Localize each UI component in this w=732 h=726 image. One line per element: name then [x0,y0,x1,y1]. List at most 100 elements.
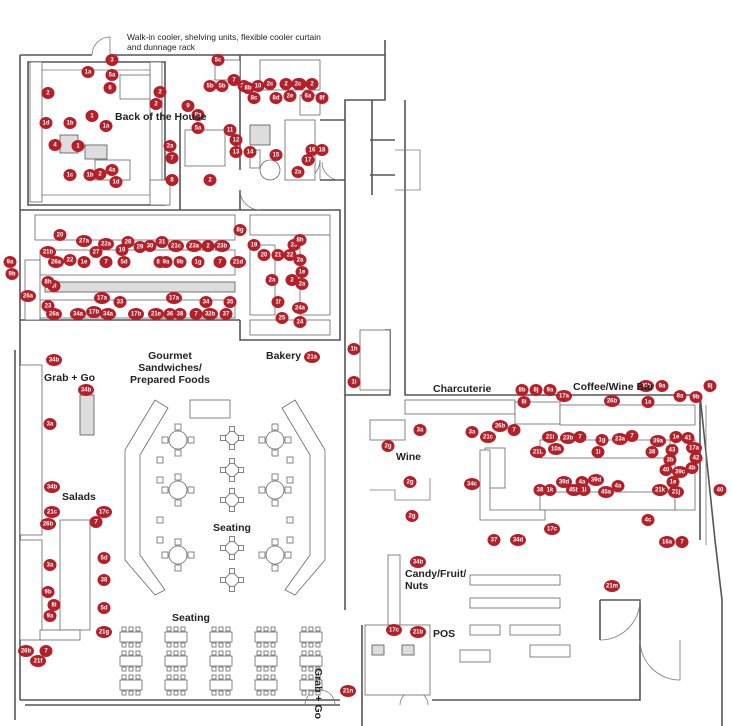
plan-tag-label: 34a [73,312,84,318]
plan-tag-marker [595,434,609,446]
plan-tag-marker [227,74,241,86]
dining-table [220,536,244,560]
plan-tag-label: 16 [309,148,316,154]
plan-tag-label: 34b [47,485,58,491]
plan-tag-marker [215,80,229,92]
plan-tag: 9b [689,391,703,403]
plan-tag-label: 34b [413,560,424,566]
plan-tag-label: 1f [275,300,281,306]
plan-tag-marker [405,510,419,522]
plan-tag: 9a [3,256,17,268]
plan-tag-marker [94,292,110,304]
plan-tag: 21k [652,484,668,496]
plan-tag-label: 39d [559,480,570,486]
plan-tag-label: 8h [44,280,51,286]
plan-tag: 34c [464,478,480,490]
plan-tag-marker [41,87,55,99]
plan-tag-label: 2a [297,258,304,264]
plan-tag-label: 10 [255,84,262,90]
plan-tag-marker [652,484,668,496]
plan-tag: 26b [18,645,34,657]
plan-tag-marker [247,92,261,104]
plan-tag-label: 2a [299,282,306,288]
plan-tag-marker [340,685,356,697]
plan-tag-label: 8j [707,384,712,390]
plan-tag: 16 [305,144,319,156]
plan-tag-marker [517,396,531,408]
plan-tag-label: 17a [689,446,700,452]
plan-tag-marker [173,308,187,320]
plan-tag-marker [487,534,501,546]
plan-tag: 21e [148,308,164,320]
plan-tag-label: 5d [100,556,107,562]
plan-tag-marker [305,78,319,90]
plan-tag-marker [685,462,699,474]
plan-tag: 39b [638,380,654,392]
plan-tag: 5b [215,80,229,92]
plan-tag-marker [81,66,95,78]
plan-tag: 8j [529,384,543,396]
plan-tag: 39a [650,435,666,447]
plan-tag-label: 17b [131,312,142,318]
dining-table [164,650,188,672]
plan-tag-marker [673,390,687,402]
plan-tag-label: 34b [49,358,60,364]
plan-tag: 20 [257,249,271,261]
dining-table [161,538,195,572]
plan-tag: 2 [201,240,215,252]
plan-tag: 2a [265,274,279,286]
plan-tag-marker [201,240,215,252]
plan-tag-marker [533,484,547,496]
dining-table [299,626,323,648]
plan-tag-label: 8g [236,228,243,234]
plan-tag-label: 10a [551,447,562,453]
plan-tag: 7 [39,645,53,657]
plan-tag-marker [203,174,217,186]
plan-tag: 1k [543,484,557,496]
plan-tag-label: 29 [137,245,144,251]
plan-tag-label: 32b [205,312,216,318]
plan-tag-label: 1a [645,400,652,406]
plan-tag-label: 42 [693,456,700,462]
plan-tag: 5d [97,552,111,564]
plan-tag: 13 [229,146,243,158]
plan-tag: 17c [544,523,560,535]
plan-tag: 17b [86,306,102,318]
plan-tag-marker [271,296,285,308]
plan-tag-marker [76,235,92,247]
plan-tag-marker [148,308,164,320]
plan-tag-marker [713,484,727,496]
plan-tag: 14 [243,146,257,158]
plan-tag-marker [703,380,717,392]
plan-tag-label: 2e [287,94,294,100]
plan-tag-marker [93,168,107,180]
plan-tag: 17c [96,506,112,518]
plan-tag-label: 40 [663,468,670,474]
plan-tag: 19 [115,244,129,256]
plan-tag-marker [39,117,53,129]
plan-tag: 4b [685,462,699,474]
plan-tag: 2g [381,440,395,452]
plan-tag-marker [604,580,620,592]
plan-tag: 8i [47,599,61,611]
candy-displays [459,574,571,663]
plan-tag: 21b [410,626,426,638]
plan-tag-marker [295,266,309,278]
plan-tag-marker [305,144,319,156]
plan-tag-marker [48,256,64,268]
plan-tag: 8j [703,380,717,392]
plan-tag-marker [155,236,169,248]
plan-tag-marker [47,599,61,611]
plan-tag: 7 [99,256,113,268]
plan-tag: 40 [659,464,673,476]
plan-tag-marker [213,256,227,268]
plan-tag: 10a [548,443,564,455]
plan-tag-marker [275,312,289,324]
plan-tag-label: 3a [47,563,54,569]
plan-tag-label: 2a [269,278,276,284]
plan-tag-label: 7 [630,434,634,440]
plan-tag-label: 20 [57,233,64,239]
plan-tag: 9b [5,268,19,280]
dining-table [220,426,244,450]
plan-tag: 5d [97,602,111,614]
